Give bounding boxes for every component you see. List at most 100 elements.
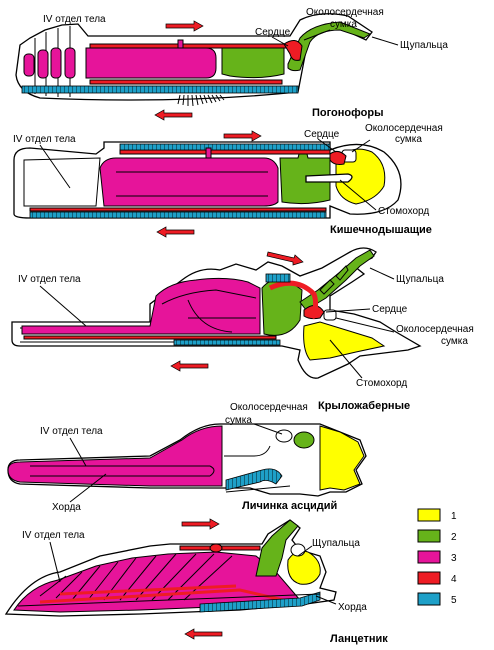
lancelet-pericard	[290, 543, 306, 557]
pterobranchia-heart-leader	[325, 308, 371, 313]
enteropneusta-stomochord	[305, 173, 353, 183]
enteropneusta-ventral-vessel	[29, 207, 327, 212]
enteropneusta-arrow-forward	[223, 130, 262, 142]
lancelet-pharynx	[199, 591, 321, 613]
enteropneusta-ventral-nerve	[29, 211, 327, 219]
pterobranchia-collar-nerve	[265, 273, 291, 283]
enteropneusta-label-pericard-1: Околосердечная	[365, 123, 443, 134]
lancelet-title: Ланцетник	[330, 633, 388, 645]
pterobranchia-label-pericard-2: сумка	[441, 336, 468, 347]
legend-swatch-5	[417, 592, 441, 606]
pterobranchia-proboscis	[303, 321, 386, 361]
enteropneusta-body-leader	[39, 144, 71, 189]
lancelet-tentacles-leader	[297, 545, 313, 557]
ascidian-label-pericard-1: Околосердечная	[230, 402, 308, 413]
ascidian-pharynx	[225, 468, 283, 491]
lancelet-diagram: IV отдел тела Щупальца Хорда Ланцетник	[4, 518, 388, 645]
ascidian-label-pericard-2: сумка	[225, 415, 252, 426]
enteropneusta-arrow-back	[156, 226, 195, 238]
pogonophora-heart-leader	[271, 36, 289, 47]
lancelet-body-leader	[49, 541, 61, 583]
pterobranchia-stomochord-leader	[329, 339, 363, 379]
pterobranchia-title: Крыложаберные	[318, 400, 410, 412]
legend-label-4: 4	[451, 574, 457, 585]
pogonophora-label-pericard-2: сумка	[330, 19, 357, 30]
enteropneusta-coelom	[99, 157, 279, 207]
pterobranchia-ventral-vessel	[23, 335, 277, 340]
enteropneusta-title: Кишечнодышащие	[330, 224, 432, 236]
legend-label-2: 2	[451, 532, 457, 543]
pterobranchia-diagram: IV отдел тела Щупальца Сердце Околосерде…	[11, 247, 474, 412]
ascidian-chord-lines	[30, 465, 215, 477]
legend-swatch-1	[417, 508, 441, 522]
lancelet-label-body: IV отдел тела	[22, 530, 85, 541]
enteropneusta-label-body: IV отдел тела	[13, 134, 76, 145]
ascidian-body-leader	[69, 437, 87, 467]
pogonophora-arrow-back	[154, 109, 193, 121]
legend-label-1: 1	[451, 511, 457, 522]
pterobranchia-label-pericard-1: Околосердечная	[396, 324, 474, 335]
ascidian-label-body: IV отдел тела	[40, 426, 103, 437]
pterobranchia-tentacle-branch	[319, 265, 349, 295]
lancelet-label-tentacles: Щупальца	[312, 538, 360, 549]
ascidian-pericard	[275, 429, 293, 443]
enteropneusta-diagram: IV отдел тела Сердце Околосердечная сумк…	[13, 123, 443, 238]
enteropneusta-inner-line	[23, 157, 101, 207]
ascidian-chord-leader	[69, 473, 107, 503]
pogonophora-segment-3	[50, 47, 62, 79]
lancelet-chord-line	[17, 593, 321, 607]
lancelet-myomere-lines	[39, 553, 233, 601]
pterobranchia-label-heart: Сердце	[372, 304, 408, 315]
pterobranchia-arrow-forward	[266, 251, 304, 266]
enteropneusta-heart-leader	[317, 138, 337, 153]
ascidian-tail	[7, 425, 223, 487]
ascidian-gut-lines	[224, 445, 291, 493]
pogonophora-label-pericard-1: Околосердечная	[306, 7, 384, 18]
enteropneusta-proboscis	[335, 148, 386, 205]
enteropneusta-coelom-lines	[116, 171, 268, 197]
ascidian-larva-diagram: IV отдел тела Околосердечная сумка Хорда…	[7, 402, 367, 513]
pogonophora-bristles	[177, 94, 225, 107]
lancelet-chord-leader	[315, 595, 337, 605]
legend: 1 2 3 4 5	[417, 508, 457, 606]
pterobranchia-body-leader	[39, 285, 87, 327]
lancelet-arrow-forward	[181, 518, 220, 530]
pogonophora-title: Погонофоры	[312, 107, 383, 119]
lancelet-green-coelom	[255, 519, 299, 577]
pogonophora-label-body: IV отдел тела	[43, 14, 106, 25]
enteropneusta-pericard-leader	[351, 139, 371, 153]
legend-swatch-4	[417, 571, 441, 585]
legend-label-3: 3	[451, 553, 457, 564]
pogonophora-nerve-band	[21, 85, 299, 94]
pogonophora-segment-4	[64, 47, 76, 79]
enteropneusta-label-heart: Сердце	[304, 129, 340, 140]
enteropneusta-heart	[329, 150, 347, 165]
pterobranchia-coelom	[21, 277, 261, 335]
enteropneusta-label-pericard-2: сумка	[395, 134, 422, 145]
legend-swatch-3	[417, 550, 441, 564]
pterobranchia-pericard	[323, 309, 337, 321]
pterobranchia-ventral-nerve	[173, 339, 281, 346]
pogonophora-coelom	[85, 47, 217, 79]
pogonophora-green-coelom	[221, 47, 285, 79]
lancelet-heart	[209, 543, 223, 553]
pogonophora-segment-1	[23, 53, 35, 77]
enteropneusta-dorsal-vessel	[119, 149, 331, 155]
pogonophora-label-heart: Сердце	[255, 27, 291, 38]
enteropneusta-label-stomochord: Стомохорд	[378, 206, 429, 217]
pterobranchia-coelom-lines	[161, 289, 257, 333]
ascidian-label-chord: Хорда	[52, 502, 81, 513]
pterobranchia-vessel-arch	[268, 280, 319, 320]
enteropneusta-pore	[205, 147, 212, 159]
lancelet-arrow-back	[184, 628, 223, 640]
pterobranchia-tentacle-arm	[299, 249, 375, 311]
pterobranchia-label-stomochord: Стомохорд	[356, 378, 407, 389]
legend-label-5: 5	[451, 595, 457, 606]
ascidian-pericard-leader	[253, 423, 283, 435]
pterobranchia-label-tentacles: Щупальца	[396, 274, 444, 285]
pogonophora-segment-2	[37, 49, 49, 79]
pogonophora-arrow-forward	[165, 20, 204, 32]
enteropneusta-stomochord-leader	[339, 179, 377, 211]
